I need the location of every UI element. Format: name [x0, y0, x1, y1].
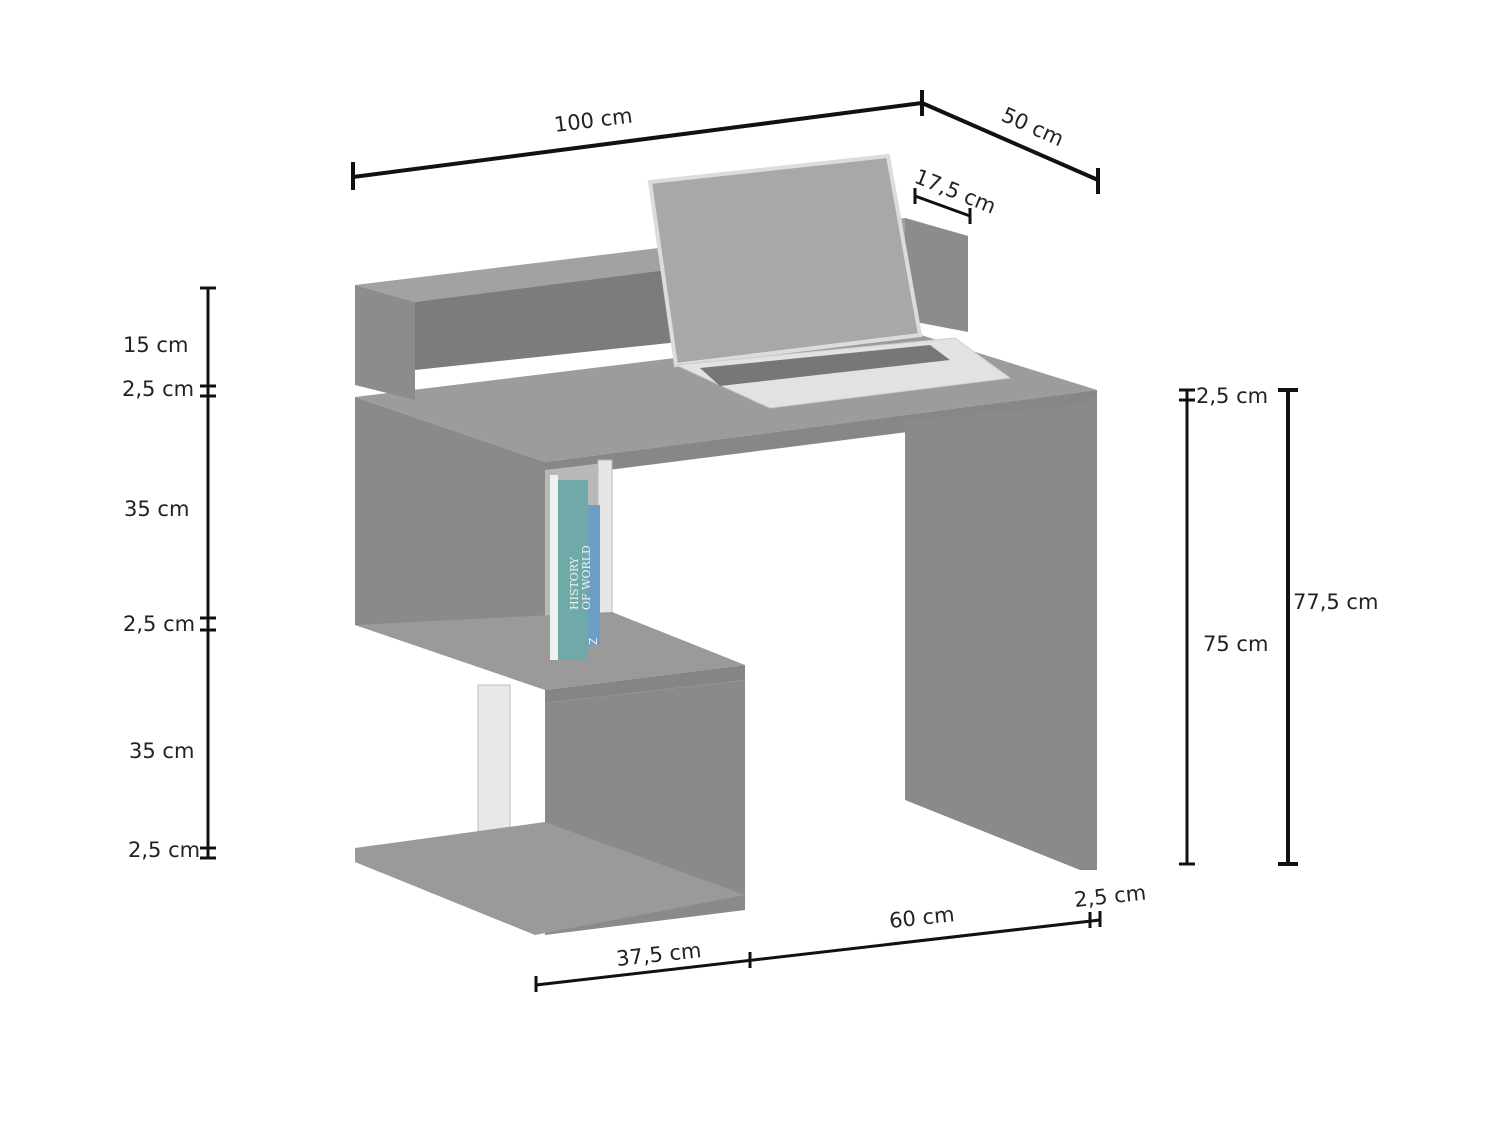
label-total-height: 77,5 cm	[1293, 590, 1378, 614]
label-top-thickness-left: 2,5 cm	[122, 377, 194, 401]
laptop-screen	[647, 153, 923, 368]
upper-shelf-side	[355, 397, 545, 685]
label-width: 100 cm	[553, 104, 634, 137]
label-upper-shelf-height: 35 cm	[124, 497, 189, 521]
book-spine-letter: Z	[587, 637, 600, 645]
book: HISTORY OF WORLD Z	[550, 475, 600, 660]
right-leg	[905, 395, 1097, 870]
hutch-left-front	[355, 285, 415, 400]
hutch-right	[905, 218, 968, 332]
label-top-thickness-right: 2,5 cm	[1196, 384, 1268, 408]
label-leg-height: 75 cm	[1203, 632, 1268, 656]
dimension-lines	[200, 90, 1298, 992]
middle-shelf-edge	[545, 665, 745, 703]
label-hutch-height: 15 cm	[123, 333, 188, 357]
label-leg-thickness: 2,5 cm	[1073, 881, 1147, 912]
book-title: HISTORY OF WORLD	[568, 545, 593, 610]
laptop	[647, 153, 1012, 409]
label-leg-gap: 60 cm	[888, 902, 956, 933]
laptop-keyboard	[700, 345, 950, 386]
label-lower-shelf-height: 35 cm	[129, 739, 194, 763]
label-depth: 50 cm	[998, 103, 1068, 152]
bottom-shelf	[355, 822, 745, 935]
desk-top-front-edge	[545, 390, 1097, 478]
label-bottom-thickness: 2,5 cm	[128, 838, 200, 862]
label-middle-shelf-thickness: 2,5 cm	[123, 612, 195, 636]
